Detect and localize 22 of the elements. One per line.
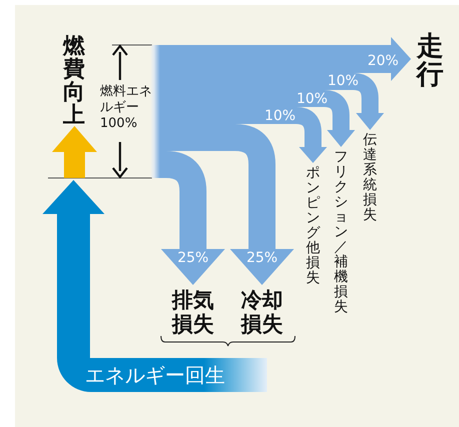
flow-arrow [160,124,294,285]
edge-label: 10% [263,109,297,123]
fuel-label: 燃料エネルギー100% [100,45,160,178]
edge-label: 25% [176,251,210,265]
heading: 燃費向上 [63,35,85,123]
node-label: 排気損失 [168,288,218,338]
edge-label: 20% [366,54,400,68]
energy-band: エネルギー回生 [57,358,267,392]
node-label: 伝達系統損失 [363,133,377,223]
flow-arrow [160,107,327,163]
flow-arrow [42,180,104,358]
flow-arrow [160,90,355,147]
node-label: フリクション／補機損失 [334,150,348,320]
node-label: ポンピング他損失 [306,166,320,290]
edge-label: 10% [326,74,360,88]
node-label: 走行 [416,33,444,91]
up-arrow [52,126,97,178]
edge-label: 10% [295,92,329,106]
flow-arrow [160,37,411,81]
node-label: 冷却損失 [237,288,287,338]
flow-arrow [160,73,384,130]
edge-label: 25% [245,251,279,265]
